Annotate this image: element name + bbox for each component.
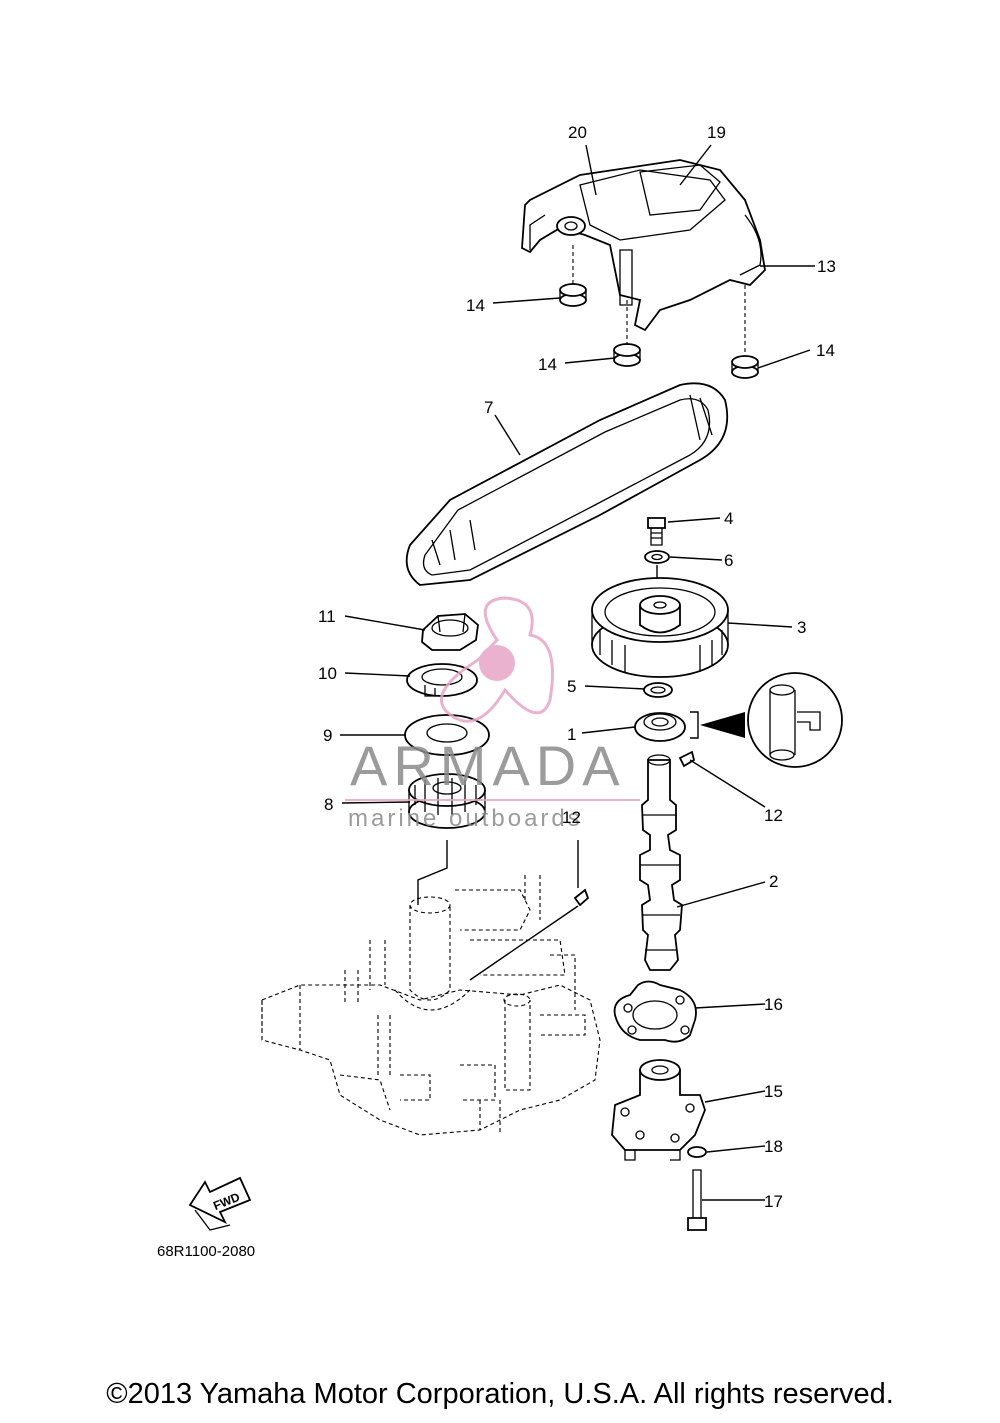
- watermark-tagline: marine outboards: [348, 805, 583, 832]
- callout-10: 10: [318, 664, 337, 683]
- copyright-notice: ©2013 Yamaha Motor Corporation, U.S.A. A…: [106, 1378, 894, 1410]
- bolt-17: [687, 1169, 707, 1231]
- o-ring-5: [643, 682, 673, 698]
- gasket-16: [613, 980, 697, 1043]
- drive-pulley-8: [408, 773, 486, 829]
- callout-labels: 20 19 13 14 14 14 7 4 6 3 11 10 5 1 9 8 …: [318, 123, 836, 1211]
- callout-9: 9: [323, 726, 332, 745]
- callout-12-right: 12: [764, 806, 783, 825]
- callout-20: 20: [568, 123, 587, 142]
- callout-13: 13: [817, 257, 836, 276]
- driven-pulley: [591, 577, 729, 678]
- drawing-code: 68R1100-2080: [157, 1243, 255, 1260]
- grommet-left: [559, 283, 587, 307]
- oil-seal-1: [634, 712, 686, 742]
- callout-17: 17: [764, 1192, 783, 1211]
- armada-watermark: ARMADA marine outboards: [345, 596, 640, 832]
- engine-block: [261, 875, 601, 1136]
- callout-4: 4: [724, 509, 733, 528]
- timing-belt-cover: [521, 159, 766, 332]
- detail-inset: [747, 672, 843, 768]
- grommet-center: [613, 343, 641, 367]
- callout-12-left: 12: [562, 808, 581, 827]
- washer-6: [644, 550, 670, 564]
- fwd-arrow: FWD: [188, 1176, 252, 1231]
- propeller-logo: [439, 596, 554, 723]
- callout-15: 15: [764, 1082, 783, 1101]
- callout-7: 7: [484, 398, 493, 417]
- callout-5: 5: [567, 677, 576, 696]
- key-left: [573, 888, 590, 907]
- oil-pump-15: [611, 1059, 706, 1161]
- callout-11: 11: [318, 607, 336, 626]
- nut-11: [421, 613, 479, 651]
- callout-8: 8: [324, 795, 333, 814]
- callout-3: 3: [797, 618, 806, 637]
- callout-6: 6: [724, 551, 733, 570]
- callout-1: 1: [567, 725, 576, 744]
- callout-14-right: 14: [816, 341, 835, 360]
- leader-lines: [340, 144, 815, 1201]
- bolt-4: [647, 517, 666, 546]
- camshaft: [639, 754, 683, 971]
- watermark-brand: ARMADA: [350, 734, 626, 797]
- callout-14-center: 14: [538, 355, 557, 374]
- callout-16: 16: [764, 995, 783, 1014]
- grommet-right: [731, 355, 759, 379]
- callout-14-left: 14: [466, 296, 485, 315]
- callout-19: 19: [707, 123, 726, 142]
- timing-belt: [405, 382, 729, 586]
- key-right: [678, 750, 696, 768]
- callout-18: 18: [764, 1137, 783, 1156]
- callout-2: 2: [769, 872, 778, 891]
- plate-9: [404, 714, 490, 756]
- washer-18: [687, 1146, 707, 1158]
